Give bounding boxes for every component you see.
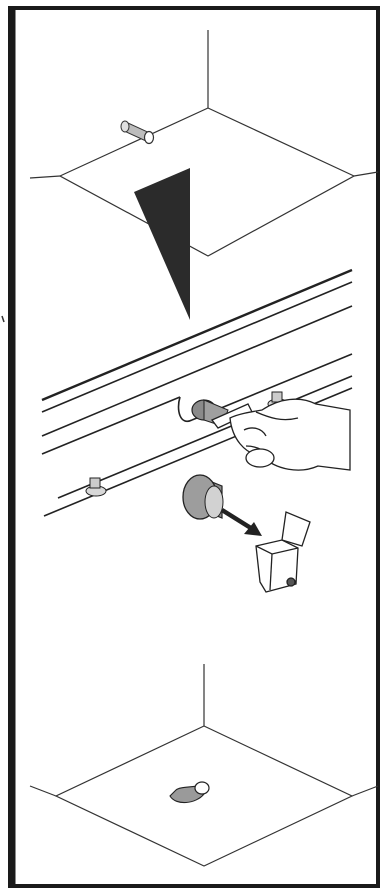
removed-sleeve	[183, 475, 223, 519]
left-margin-mark	[2, 316, 4, 322]
room-before	[30, 30, 378, 256]
mount-clip-left	[86, 478, 106, 496]
room-after	[30, 664, 378, 866]
triangle-down-icon	[134, 168, 190, 320]
hand-with-pliers-icon	[212, 399, 350, 470]
arrow-down-right-icon	[222, 510, 262, 536]
trash-bin-icon	[256, 512, 310, 592]
